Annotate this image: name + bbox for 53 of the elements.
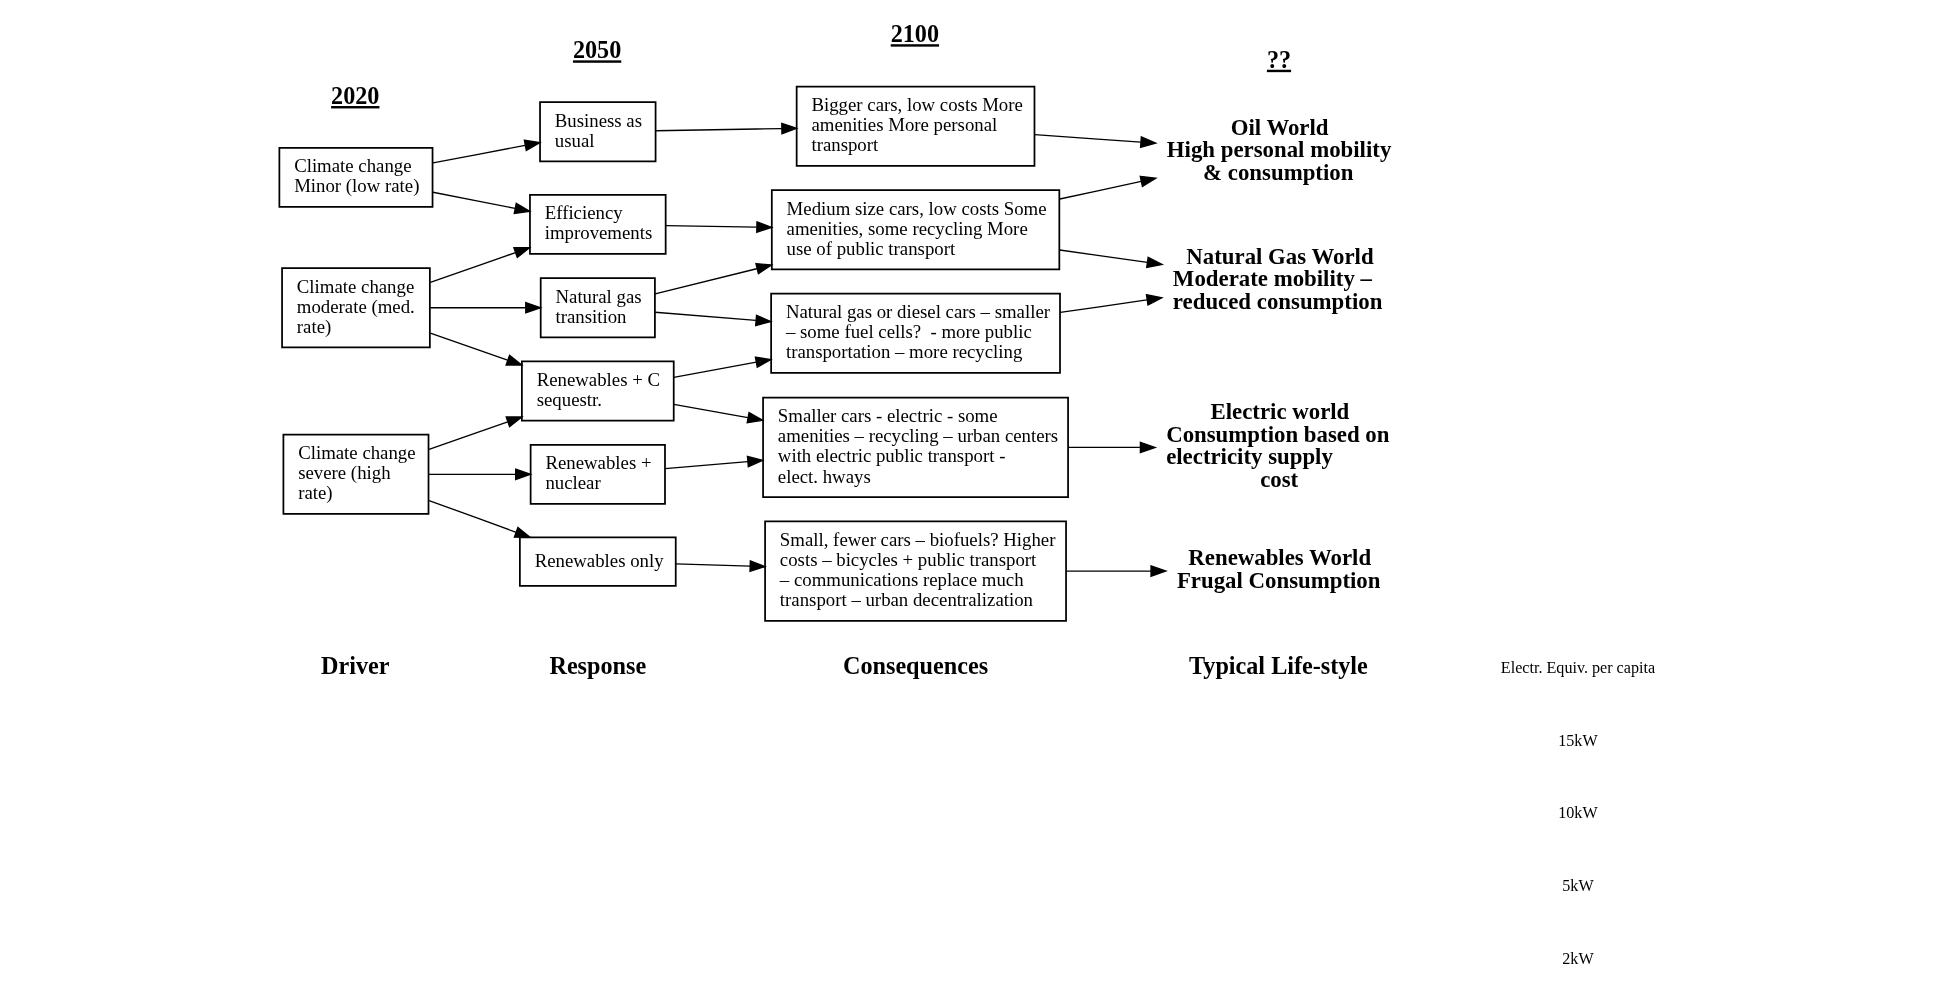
node-box: Bigger cars, low costs More amenities More personal transport (795, 85, 1036, 167)
label: Consequences (843, 651, 989, 679)
node-box: Medium size cars, low costs Some amenities, some recycling More use of public transport (770, 189, 1061, 271)
node-box: Efficiency improvements (529, 193, 667, 255)
label: ?? (1266, 45, 1292, 73)
node-box: Renewables + C sequestr. (521, 360, 675, 422)
arrow (664, 455, 765, 470)
label: Typical Life-style (1188, 651, 1368, 679)
node-text: Natural Gas World Moderate mobility – reduced consumption (1172, 243, 1383, 315)
arrow (665, 220, 774, 234)
arrow (428, 416, 524, 450)
arrow (432, 139, 542, 164)
arrow (654, 311, 773, 327)
arrow (429, 301, 543, 314)
arrow (1059, 249, 1165, 269)
arrow (1067, 441, 1158, 454)
label: 5kW (1562, 876, 1594, 894)
node-box: Renewables only (519, 536, 677, 587)
node-text: Oil World High personal mobility & consumption (1166, 114, 1392, 186)
node-box: Natural gas or diesel cars – smaller – some fuel cells? - more public transportation – more recycling (770, 292, 1061, 374)
node-box: Smaller cars - electric - some amenities – recycling – urban centers with electric public transport - elect. hways (762, 396, 1069, 499)
node-box: Climate change severe (high rate) (282, 433, 430, 515)
node-box: Small, fewer cars – biofuels? Higher costs – bicycles + public transport – communications replace much transport – urban decentralization (764, 520, 1067, 622)
label: 10kW (1558, 804, 1598, 822)
label: 2kW (1562, 949, 1594, 967)
label: Response (549, 651, 647, 679)
label: 2020 (331, 82, 380, 110)
node-text: Electric world Consumption based on electricity supply cost (1166, 398, 1390, 493)
arrow (1059, 175, 1158, 200)
arrow (429, 332, 524, 366)
arrow (675, 560, 767, 573)
node-box: Business as usual (539, 101, 657, 163)
arrow (654, 262, 774, 295)
arrow (673, 356, 773, 378)
arrow (428, 468, 533, 481)
label: 15kW (1558, 731, 1598, 749)
node-box: Renewables + nuclear (529, 443, 666, 505)
arrow (1065, 564, 1168, 578)
node-box: Climate change Minor (low rate) (278, 146, 434, 208)
arrow (432, 191, 532, 215)
label: Driver (321, 651, 390, 679)
arrow (429, 247, 532, 283)
label: 2050 (572, 36, 622, 64)
arrow (1059, 293, 1164, 314)
node-box: Natural gas transition (539, 277, 656, 339)
arrow (1034, 134, 1158, 149)
arrow (428, 499, 532, 539)
label: 2100 (890, 20, 940, 48)
node-box: Climate change moderate (med. rate) (281, 267, 431, 349)
arrow (655, 122, 799, 135)
arrow (673, 403, 765, 424)
node-text: Renewables World Frugal Consumption (1176, 545, 1381, 593)
label: Electr. Equiv. per capita (1500, 659, 1656, 677)
